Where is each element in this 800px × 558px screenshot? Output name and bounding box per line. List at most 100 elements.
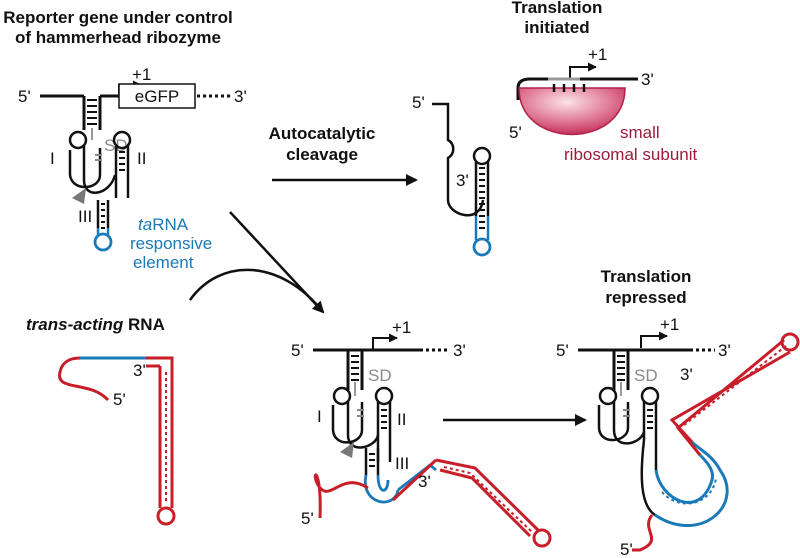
bound-stem-II-pairs	[381, 409, 387, 429]
bound-stem-II-label: II	[397, 410, 406, 429]
initiated-stem-pairs	[479, 167, 485, 229]
cleavage-label-line2: cleavage	[286, 145, 358, 164]
repressed-strand-down	[640, 439, 658, 517]
reporter-plus1-label: +1	[132, 65, 151, 84]
trans-rna-loop	[156, 506, 176, 526]
tarna-responsive-loop	[93, 232, 113, 252]
stem-III-strands	[96, 200, 110, 228]
repressed-start-arrow	[640, 331, 668, 348]
reporter-three-prime: 3'	[234, 87, 247, 106]
initiated-title-line1: Translation	[512, 0, 603, 17]
bound-loop-II	[374, 386, 394, 406]
repressed-five-prime: 5'	[556, 341, 569, 360]
egfp-gene-box	[118, 83, 196, 109]
cleavage-site-marker	[72, 188, 86, 204]
bound-stem-III-pairs	[369, 453, 375, 467]
initiated-stem-strands	[474, 162, 490, 216]
reporter-title-line1: Reporter gene under control	[3, 8, 233, 27]
bound-trans-five-prime: 5'	[301, 509, 314, 528]
element-suffix: RNA	[152, 215, 189, 234]
bound-five-prime: 5'	[291, 341, 304, 360]
cleaved-mrna-5-end	[516, 77, 548, 100]
trans-rna-curve-arrow	[188, 268, 324, 313]
bound-start-arrow	[372, 333, 398, 350]
bound-stem-III-label: III	[395, 454, 409, 473]
ribosome-label-line2: ribosomal subunit	[564, 145, 698, 164]
sd-pairs	[95, 154, 102, 161]
ribosome-label-line1: small	[620, 123, 660, 142]
trans-rna-red-arm	[146, 356, 174, 508]
bound-stem-I-pairs	[351, 355, 359, 381]
repressed-loop-left	[598, 386, 618, 406]
bound-plus1-label: +1	[392, 318, 411, 337]
loop-II-top	[112, 130, 132, 150]
stem-I-pairs	[87, 99, 97, 125]
bound-trans-three-prime: 3'	[418, 472, 431, 491]
bound-trans-pairs	[443, 466, 533, 533]
bound-cleavage-marker	[340, 442, 354, 458]
bound-stem-I-label: I	[317, 407, 322, 426]
bound-stem-I	[346, 350, 364, 390]
repressed-plus1-label: +1	[660, 315, 679, 334]
bound-loop-left	[332, 386, 352, 406]
core-strand-b	[68, 148, 102, 189]
initiated-stem-loop-top	[472, 146, 492, 166]
initiated-blue-stem	[474, 216, 490, 240]
binding-step	[188, 211, 325, 314]
repressed-stem-I-pairs	[617, 355, 625, 381]
element-line1: taRNA	[138, 215, 189, 234]
bound-panel: +1 5' 3' SD I II III 3' 5'	[291, 318, 552, 548]
repressed-blue-pairs	[661, 477, 717, 505]
repressed-trans-three-prime: 3'	[680, 365, 693, 384]
repressed-trans-five-prime: 5'	[620, 540, 633, 558]
trans-rna-panel: trans-acting RNA 3' 5'	[26, 315, 176, 526]
repressed-sd-label: SD	[634, 366, 658, 385]
bound-core	[331, 402, 380, 449]
reporter-five-prime: 5'	[18, 87, 31, 106]
trans-rna-italic: trans-acting	[26, 315, 124, 334]
repressed-trans-5-tail	[632, 514, 654, 552]
repressed-trans-loop	[780, 332, 800, 352]
element-prefix: ta	[138, 215, 152, 234]
repressed-three-prime: 3'	[718, 341, 731, 360]
repressed-sd-pairs	[623, 409, 630, 417]
repressed-trans-pairs	[683, 345, 787, 426]
bound-trans-loop	[532, 528, 552, 548]
reporter-title-line2: of hammerhead ribozyme	[15, 28, 221, 47]
stem-III-pairs	[101, 203, 105, 229]
reporter-panel: Reporter gene under control of hammerhea…	[3, 8, 246, 272]
initiated-top-five-prime: 5'	[412, 93, 425, 112]
small-ribosomal-subunit	[518, 87, 626, 136]
core-strand-a	[82, 146, 117, 194]
bound-sd-pairs	[357, 409, 364, 417]
ribosome-rrna-pairs	[552, 84, 586, 92]
egfp-label: eGFP	[135, 87, 179, 106]
element-line3: element	[133, 253, 194, 272]
initiated-mrna-three-prime: 3'	[641, 70, 654, 89]
repressed-stem-I	[612, 350, 630, 390]
bound-trans-blue-partner	[391, 458, 438, 502]
initiated-panel: Translation initiated +1 3' 5' small rib…	[412, 0, 698, 257]
bound-trans-red-arm	[435, 458, 540, 538]
initiated-start-arrow	[569, 62, 597, 79]
reporter-stem-III-label: III	[78, 207, 92, 226]
bound-sd-label: SD	[368, 366, 392, 385]
repressed-blue-inner	[654, 453, 715, 504]
repressed-trans-red-arm	[669, 338, 791, 456]
trans-rna-five-prime: 5'	[113, 390, 126, 409]
element-line2: responsive	[130, 234, 212, 253]
bound-three-prime: 3'	[453, 341, 466, 360]
loop-left	[68, 130, 88, 150]
released-fragment-strand	[432, 102, 485, 217]
cleavage-step: Autocatalytic cleavage	[269, 124, 418, 186]
repressed-title-line1: Translation	[601, 267, 692, 286]
initiated-fragment-three-prime: 3'	[456, 171, 469, 190]
initiated-title-line2: initiated	[524, 18, 589, 37]
reporter-stem-II-label: II	[137, 149, 146, 168]
repressed-stem-II-pairs	[647, 409, 653, 429]
initiated-plus1-label: +1	[588, 45, 607, 64]
cleavage-label-line1: Autocatalytic	[269, 124, 376, 143]
repressed-loop-II	[640, 386, 660, 406]
